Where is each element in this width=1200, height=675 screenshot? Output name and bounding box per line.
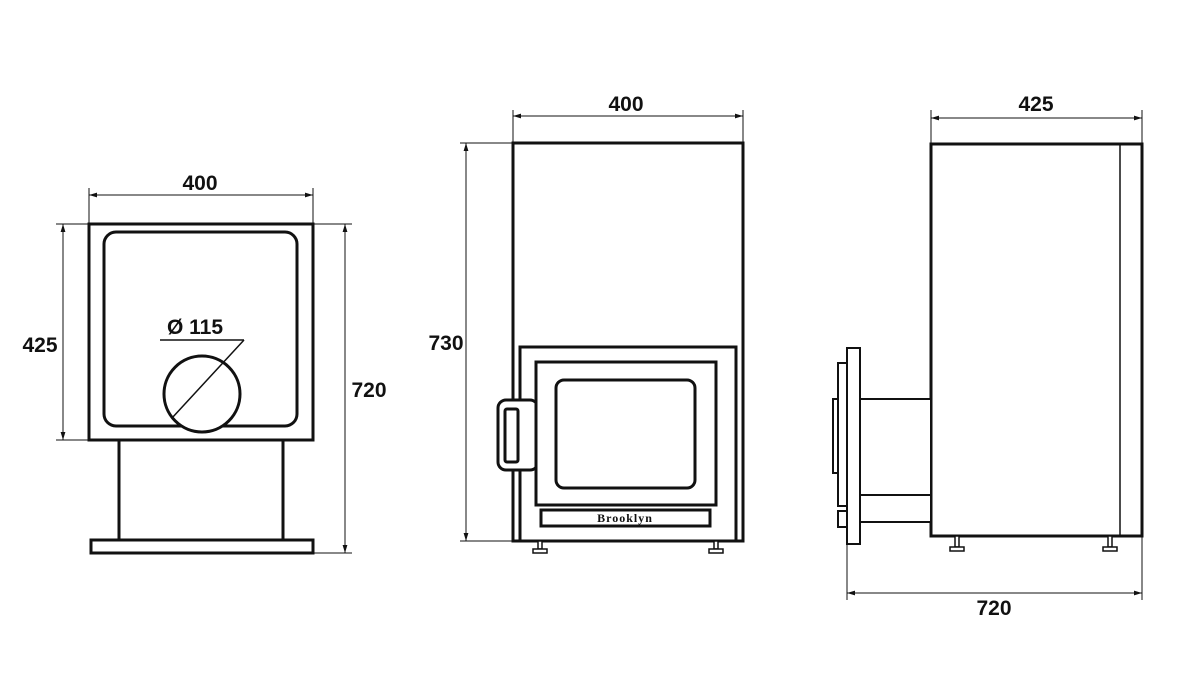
pedestal <box>117 438 285 542</box>
flue-opening <box>162 354 242 434</box>
glass <box>554 378 697 490</box>
nameplate <box>539 508 712 528</box>
flange <box>846 347 861 545</box>
top-view: Ø 115 400 425 720 <box>22 172 387 555</box>
front-width-label: 400 <box>608 93 643 116</box>
brand-name: Brooklyn <box>597 511 653 525</box>
base-plate <box>89 538 315 555</box>
depth-label: 425 <box>22 334 57 357</box>
side-total-depth-label: 720 <box>976 597 1011 620</box>
side-depth-label: 425 <box>1018 93 1053 116</box>
flue-diameter-label: Ø 115 <box>167 316 223 339</box>
front-view: Brooklyn 400 730 <box>428 93 745 554</box>
front-height-label: 730 <box>428 332 463 355</box>
side-view: 425 720 <box>832 93 1144 620</box>
width-label: 400 <box>182 172 217 195</box>
height-label: 720 <box>351 379 386 402</box>
